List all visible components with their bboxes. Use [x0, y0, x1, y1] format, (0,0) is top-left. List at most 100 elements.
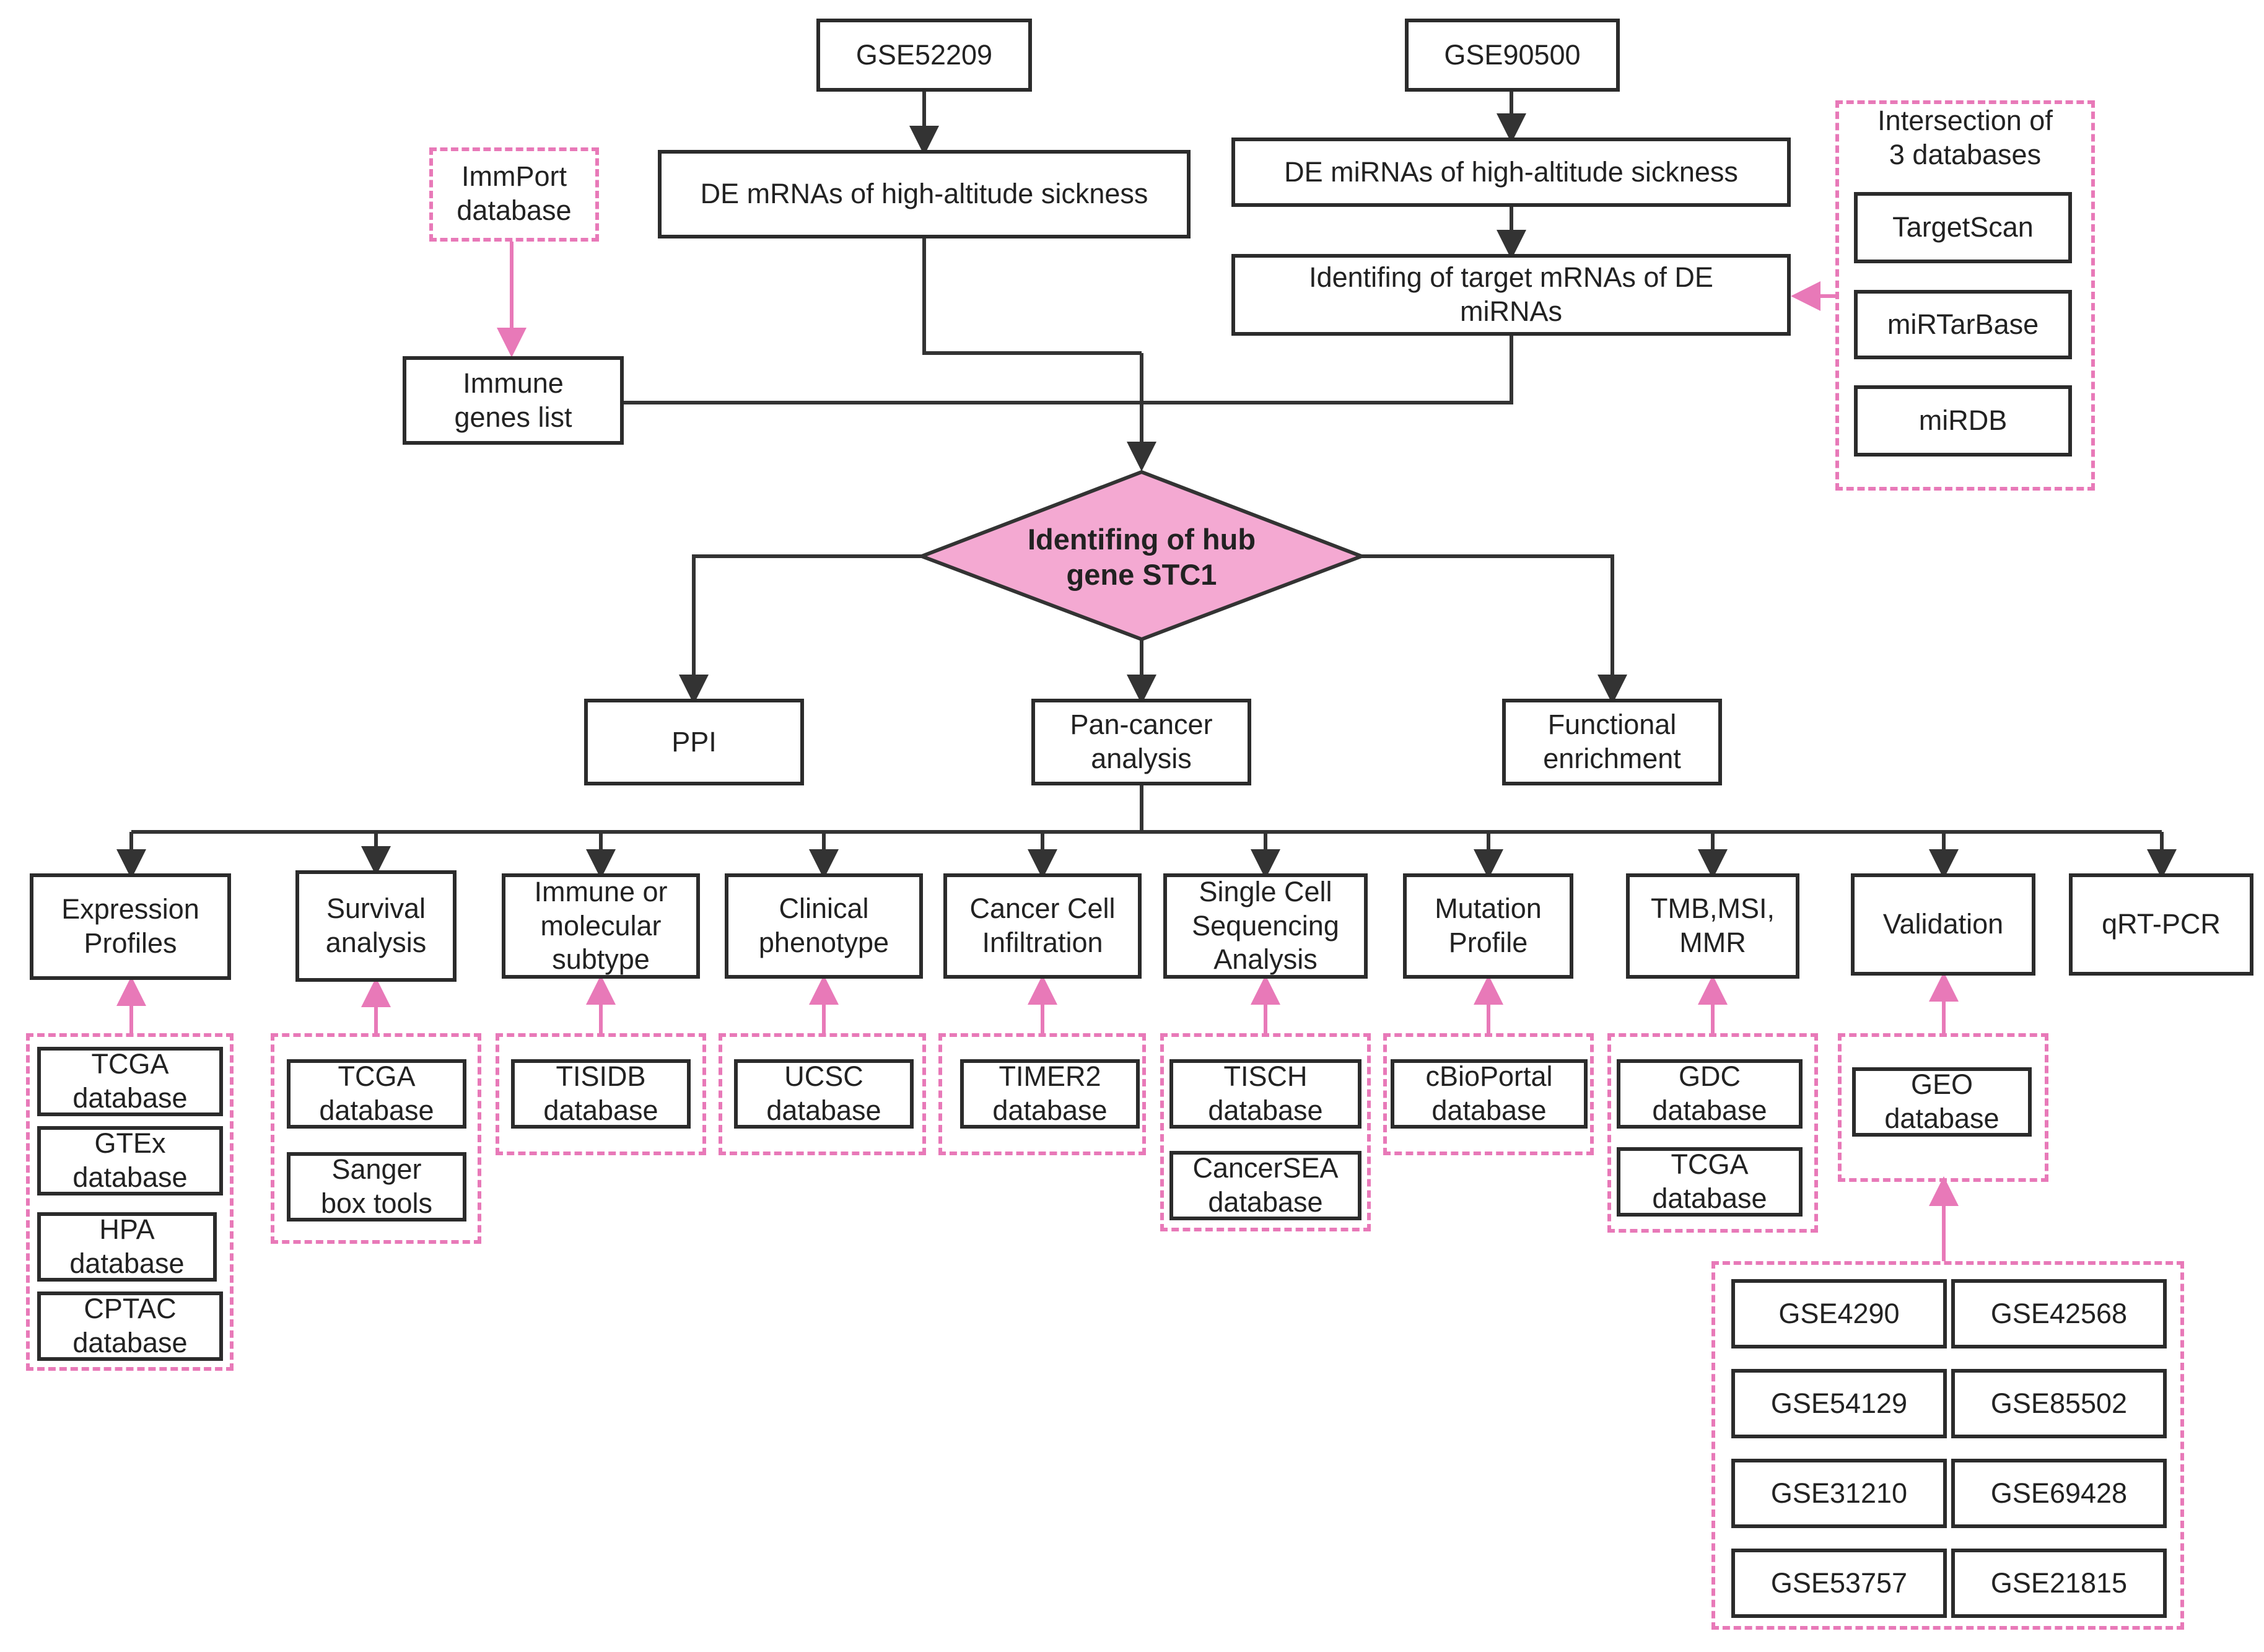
analysis-box-2: Immune or molecular subtype: [502, 873, 700, 979]
analysis-label-2: Immune or molecular subtype: [534, 875, 668, 976]
arrow-hub-to-functional: [1361, 554, 1627, 704]
intersection-container: [1835, 100, 2095, 491]
gse90500-label: GSE90500: [1444, 38, 1581, 71]
db-label-0-1: GTEx database: [72, 1127, 188, 1193]
geo-dataset-2: GSE54129: [1731, 1369, 1947, 1438]
de-mrnas-box: DE mRNAs of high-altitude sickness: [658, 150, 1191, 238]
analysis-label-4: Cancer Cell Infiltration: [969, 893, 1116, 958]
geo-dataset-6: GSE53757: [1731, 1549, 1947, 1618]
immune-genes-box: Immune genes list: [403, 356, 624, 445]
analysis-4-db-container: [938, 1033, 1146, 1155]
geo-dataset-label-1: GSE42568: [1990, 1297, 2128, 1329]
geo-dataset-label-4: GSE31210: [1770, 1477, 1908, 1509]
de-mrnas-label: DE mRNAs of high-altitude sickness: [700, 178, 1148, 210]
line-targets-to-hub: [1142, 334, 1513, 404]
pink-connectors: [116, 242, 1959, 1261]
immport-label: ImmPort database: [457, 160, 572, 226]
geo-dataset-0: GSE4290: [1731, 1279, 1947, 1348]
analysis-label-9: qRT-PCR: [2102, 908, 2221, 940]
analysis-label-5: Single Cell Sequencing Analysis: [1192, 875, 1339, 976]
db-box-2-0: TISIDB database: [511, 1059, 691, 1129]
db-label-7-1: TCGA database: [1652, 1148, 1767, 1214]
geo-dataset-3: GSE85502: [1951, 1369, 2167, 1438]
db-box-0-3: CPTAC database: [37, 1291, 223, 1361]
immune-genes-label: Immune genes list: [454, 367, 572, 433]
db-box-7-0: GDC database: [1617, 1059, 1803, 1129]
db-box-6-0: cBioPortal database: [1391, 1059, 1588, 1129]
db-box-1-0: TCGA database: [287, 1059, 466, 1129]
gse52209-box: GSE52209: [816, 19, 1032, 92]
geo-dataset-label-0: GSE4290: [1778, 1297, 1900, 1329]
gse52209-label: GSE52209: [855, 38, 993, 71]
functional-enrichment-box: Functional enrichment: [1502, 699, 1722, 785]
geo-dataset-4: GSE31210: [1731, 1459, 1947, 1528]
geo-dataset-label-5: GSE69428: [1990, 1477, 2128, 1509]
analysis-box-8: Validation: [1851, 873, 2035, 976]
analysis-label-8: Validation: [1882, 908, 2004, 940]
analysis-label-6: Mutation Profile: [1435, 893, 1542, 958]
mirtarbase-label: miRTarBase: [1887, 308, 2039, 340]
db-label-8-0: GEO database: [1884, 1069, 2000, 1134]
analysis-box-6: Mutation Profile: [1403, 873, 1573, 979]
analysis-label-3: Clinical phenotype: [758, 893, 889, 958]
analysis-label-0: Expression Profiles: [61, 893, 199, 959]
db-label-0-3: CPTAC database: [72, 1293, 188, 1358]
gse90500-box: GSE90500: [1405, 19, 1620, 92]
db-label-6-0: cBioPortal database: [1425, 1060, 1553, 1126]
de-mirnas-box: DE miRNAs of high-altitude sickness: [1231, 138, 1791, 207]
analysis-0-db-container: [26, 1033, 234, 1371]
analysis-box-3: Clinical phenotype: [725, 873, 923, 979]
analysis-label-7: TMB,MSI, MMR: [1651, 893, 1775, 958]
analysis-box-0: Expression Profiles: [30, 873, 231, 980]
db-label-0-2: HPA database: [69, 1213, 185, 1279]
line-de-mrnas-to-hub: [922, 238, 1142, 355]
db-box-0-0: TCGA database: [37, 1047, 223, 1116]
analysis-3-db-container: [719, 1033, 926, 1155]
hub-gene-diamond: [916, 470, 1367, 642]
db-label-2-0: TISIDB database: [543, 1060, 658, 1126]
targetscan-box: TargetScan: [1854, 192, 2072, 263]
db-box-5-1: CancerSEA database: [1169, 1151, 1361, 1220]
pan-cancer-label: Pan-cancer analysis: [1070, 709, 1213, 774]
db-label-0-0: TCGA database: [72, 1048, 188, 1114]
mirdb-label: miRDB: [1918, 404, 2008, 437]
geo-dataset-7: GSE21815: [1951, 1549, 2167, 1618]
pan-cancer-box: Pan-cancer analysis: [1031, 699, 1251, 785]
db-label-4-0: TIMER2 database: [992, 1060, 1108, 1126]
analysis-7-db-container: [1607, 1033, 1818, 1233]
geo-dataset-label-3: GSE85502: [1990, 1387, 2128, 1419]
db-label-1-1: Sanger box tools: [320, 1153, 433, 1219]
db-box-8-0: GEO database: [1852, 1067, 2032, 1137]
analysis-label-1: Survival analysis: [325, 893, 427, 958]
db-box-1-1: Sanger box tools: [287, 1152, 466, 1222]
analysis-box-1: Survival analysis: [295, 870, 457, 982]
analysis-8-db-container: [1838, 1033, 2048, 1182]
geo-dataset-5: GSE69428: [1951, 1459, 2167, 1528]
analysis-box-5: Single Cell Sequencing Analysis: [1163, 873, 1368, 979]
geo-datasets-container: [1711, 1261, 2184, 1630]
analysis-box-9: qRT-PCR: [2069, 873, 2253, 976]
db-label-3-0: UCSC database: [766, 1060, 881, 1126]
db-box-0-2: HPA database: [37, 1212, 217, 1282]
mirdb-box: miRDB: [1854, 385, 2072, 457]
db-label-5-1: CancerSEA database: [1192, 1152, 1339, 1218]
target-mrnas-box: Identifing of target mRNAs of DE miRNAs: [1231, 254, 1791, 336]
target-mrnas-label: Identifing of target mRNAs of DE miRNAs: [1309, 261, 1713, 327]
ppi-label: PPI: [671, 725, 717, 758]
intersection-title: Intersection of 3 databases: [1877, 105, 2053, 170]
immport-container: [429, 147, 599, 242]
targetscan-label: TargetScan: [1892, 211, 2034, 243]
ppi-box: PPI: [584, 699, 804, 785]
db-label-1-0: TCGA database: [319, 1060, 434, 1126]
geo-dataset-label-7: GSE21815: [1990, 1567, 2128, 1599]
db-box-0-1: GTEx database: [37, 1126, 223, 1195]
hub-gene-label: Identifing of hub gene STC1: [1027, 523, 1256, 592]
analysis-box-7: TMB,MSI, MMR: [1626, 873, 1799, 979]
db-label-5-0: TISCH database: [1208, 1060, 1323, 1126]
db-box-7-1: TCGA database: [1617, 1147, 1803, 1217]
analysis-1-db-container: [271, 1033, 481, 1244]
geo-dataset-1: GSE42568: [1951, 1279, 2167, 1348]
analysis-6-db-container: [1383, 1033, 1594, 1155]
